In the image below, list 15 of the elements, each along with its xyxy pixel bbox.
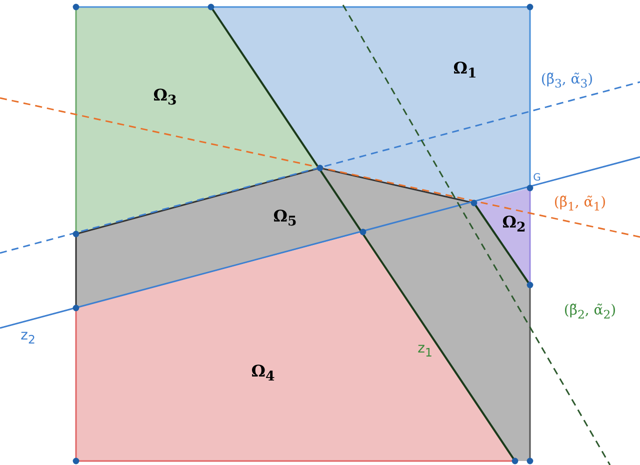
line-label: (β̃$_{3}$, α̃$_{3}$) (540, 72, 594, 90)
point-label: G (533, 172, 541, 184)
region (474, 188, 530, 285)
line-label: z$_{1}$ (418, 340, 432, 360)
region-label: Ω$_{3}$ (153, 85, 177, 109)
region-label: Ω$_{2}$ (502, 212, 526, 236)
region-label: Ω$_{1}$ (453, 58, 477, 82)
line-label: (β̃$_{1}$, α̃$_{1}$) (554, 194, 606, 214)
region-label: Ω$_{5}$ (273, 206, 297, 230)
line-label: (β̃$_{2}$, α̃$_{2}$) (564, 302, 616, 322)
line-label: z$_{2}$ (20, 328, 36, 346)
region (76, 168, 530, 461)
region-label: Ω$_{4}$ (251, 361, 275, 385)
region (211, 7, 530, 203)
region (76, 232, 515, 461)
